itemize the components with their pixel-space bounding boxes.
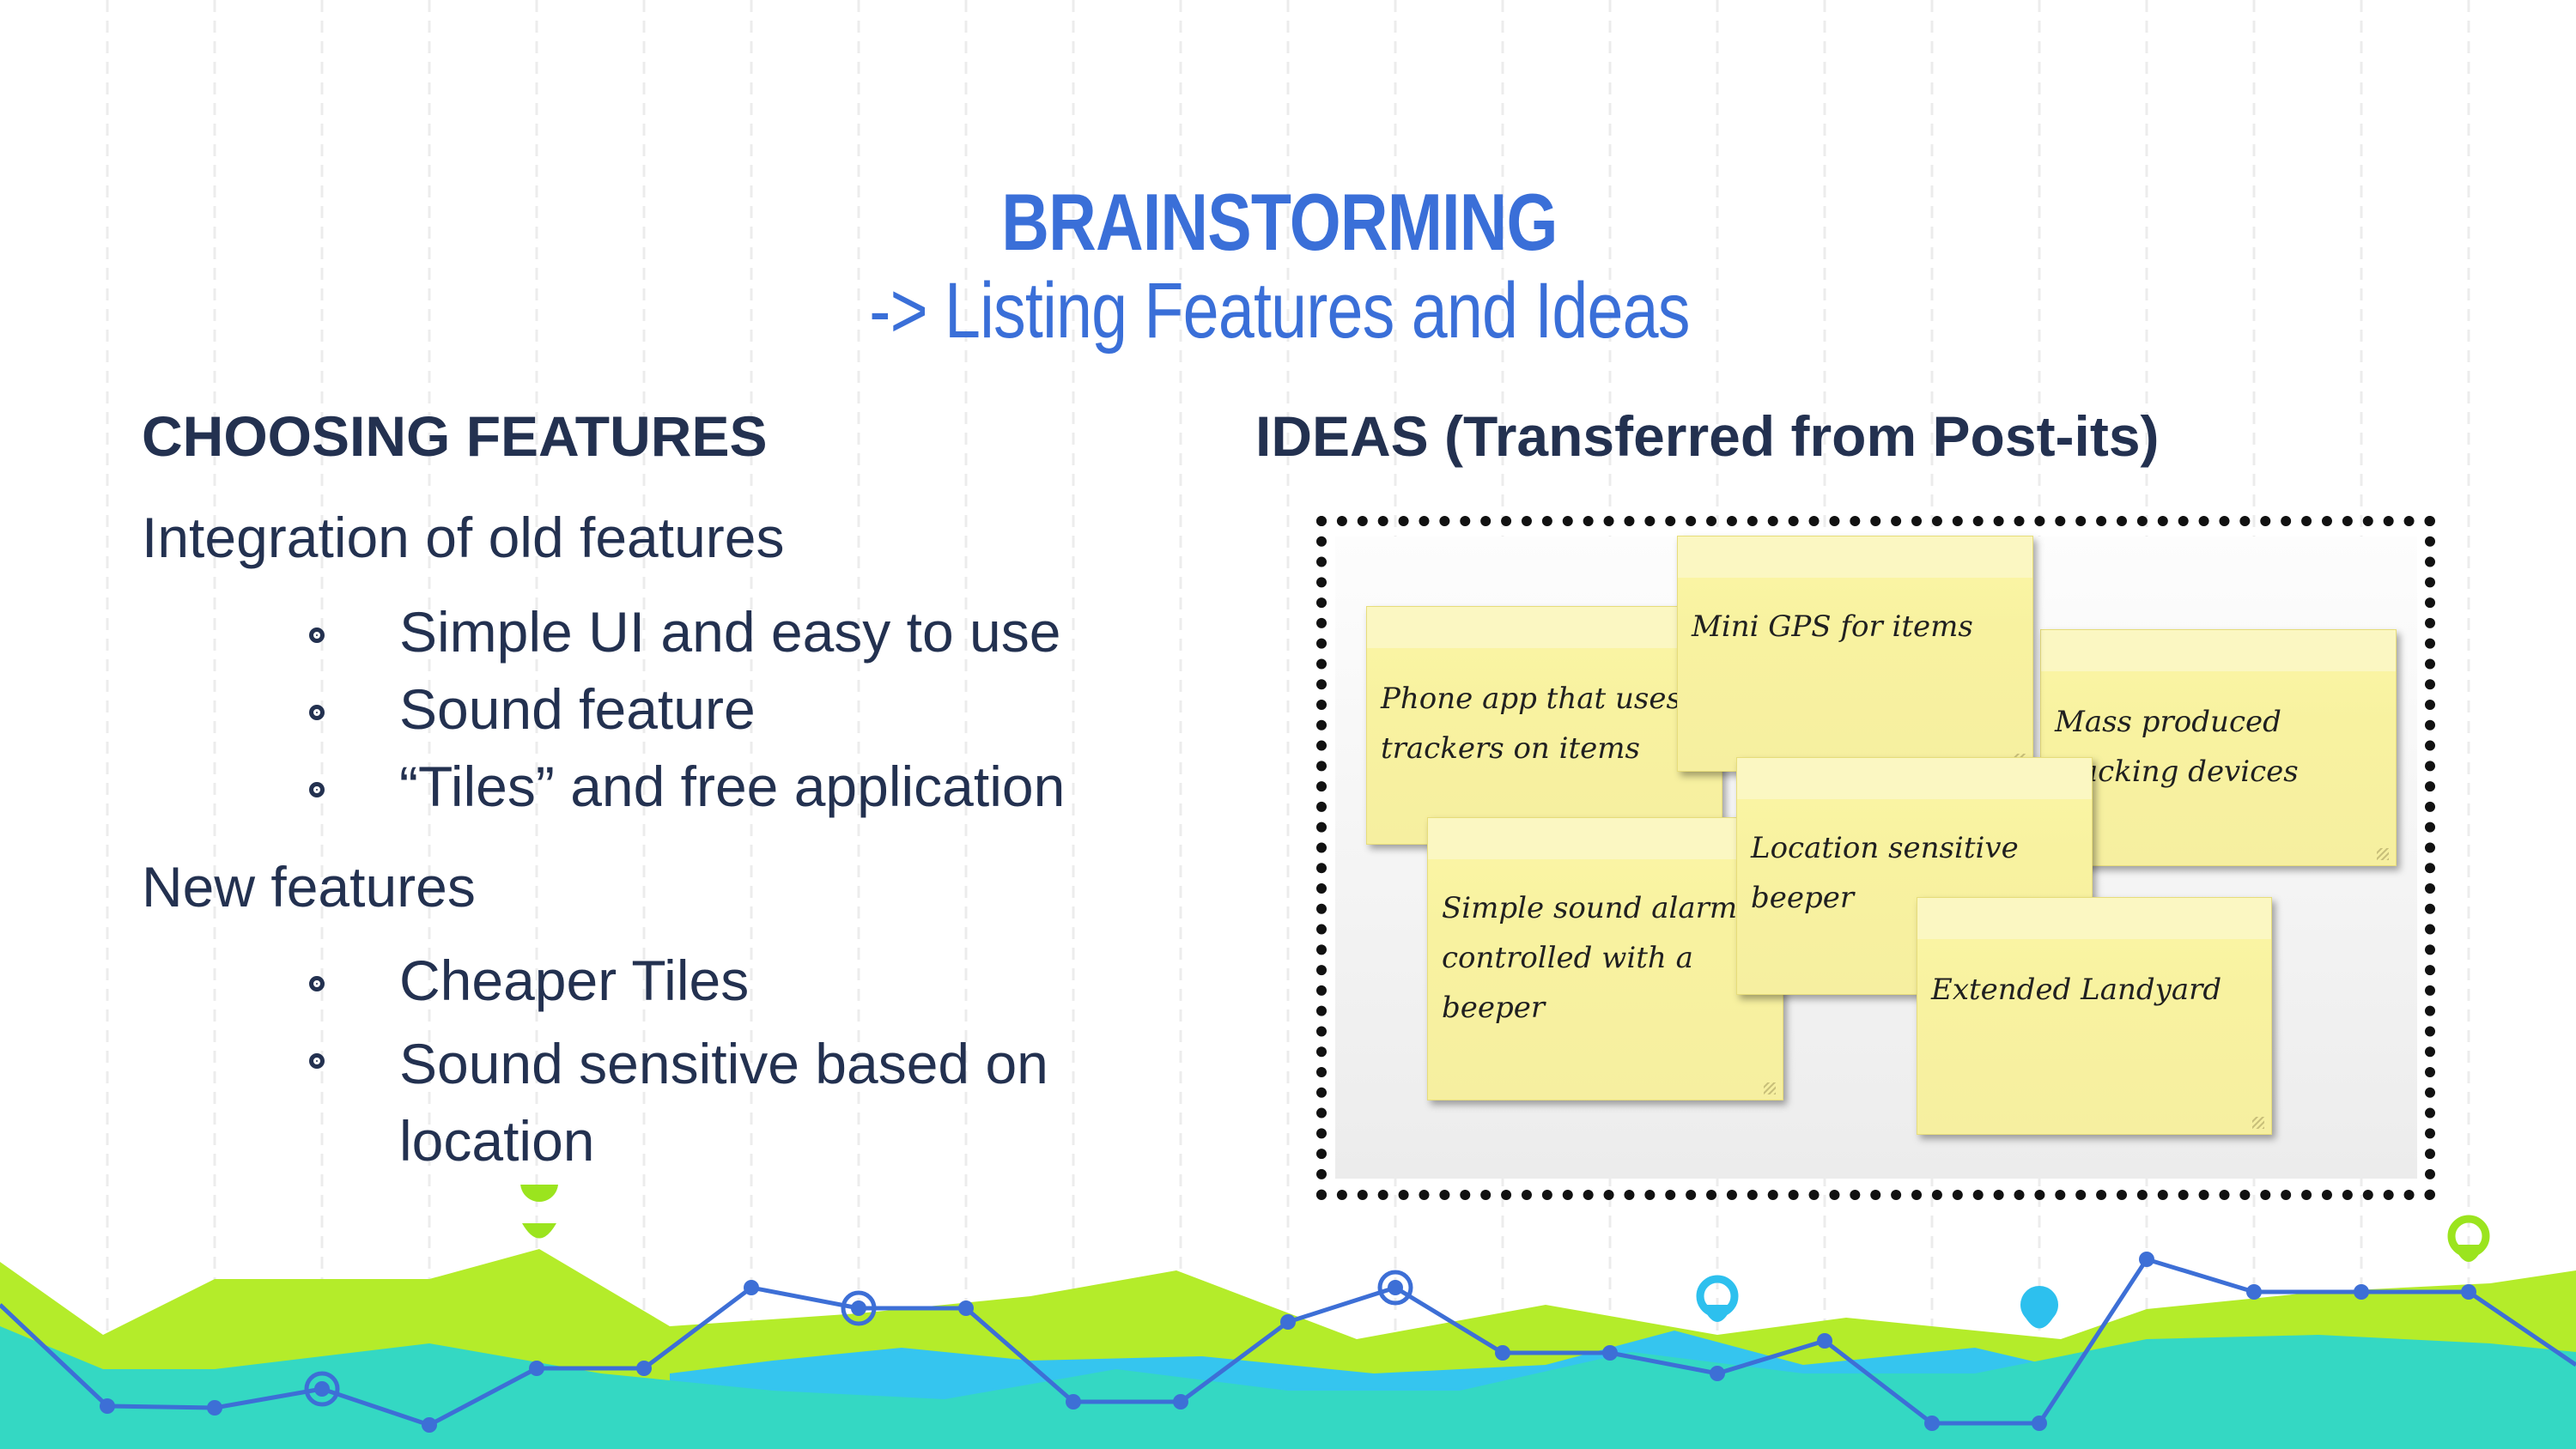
highlight-rings	[304, 1270, 1413, 1407]
list-item: Sound feature	[399, 677, 756, 741]
slide-subtitle: -> Listing Features and Ideas	[869, 267, 1690, 355]
sticky-note: Mass produced tracking devices	[2040, 629, 2397, 866]
slide-title: BRAINSTORMING	[1001, 177, 1558, 267]
sticky-note: Phone app that uses trackers on items	[1366, 606, 1722, 845]
list-item: Sound sensitive based on location	[399, 1032, 1048, 1173]
postit-board-frame	[1316, 516, 2435, 1200]
group-label-new-features: New features	[142, 855, 476, 919]
ideas-heading: IDEAS (Transferred from Post-its)	[1255, 404, 2160, 468]
group-label-old-features: Integration of old features	[142, 506, 785, 569]
sticky-note: Mini GPS for items	[1677, 536, 2033, 772]
note-text: Simple sound alarm controlled with a bee…	[1442, 891, 1738, 1025]
map-pin-icon	[520, 1185, 558, 1239]
list-item: Simple UI and easy to use	[399, 600, 1061, 664]
trend-points	[100, 1252, 2476, 1433]
bullet-circle-icon	[309, 976, 325, 991]
map-pin-icon	[2020, 1286, 2058, 1329]
note-text: Phone app that uses trackers on items	[1381, 682, 1681, 766]
note-text: Location sensitive beeper	[1751, 831, 2019, 915]
note-text: Extended Landyard	[1931, 973, 2222, 1007]
note-text: Mass produced tracking devices	[2055, 705, 2299, 789]
decorative-footer	[0, 1185, 2576, 1449]
note-text: Mini GPS for items	[1692, 609, 1973, 644]
list-item: Cheaper Tiles	[399, 949, 750, 1012]
bullet-circle-icon	[309, 627, 325, 643]
bullet-circle-icon	[309, 705, 325, 720]
map-pin-icon	[1696, 1275, 1739, 1322]
sticky-note: Extended Landyard	[1917, 897, 2272, 1135]
sticky-note: Simple sound alarm controlled with a bee…	[1427, 817, 1783, 1100]
list-item: “Tiles” and free application	[399, 755, 1066, 818]
bullet-circle-icon	[309, 782, 325, 797]
choosing-features-heading: CHOOSING FEATURES	[142, 404, 768, 468]
bullet-circle-icon	[309, 1053, 325, 1069]
map-pin-icon	[2447, 1215, 2490, 1262]
